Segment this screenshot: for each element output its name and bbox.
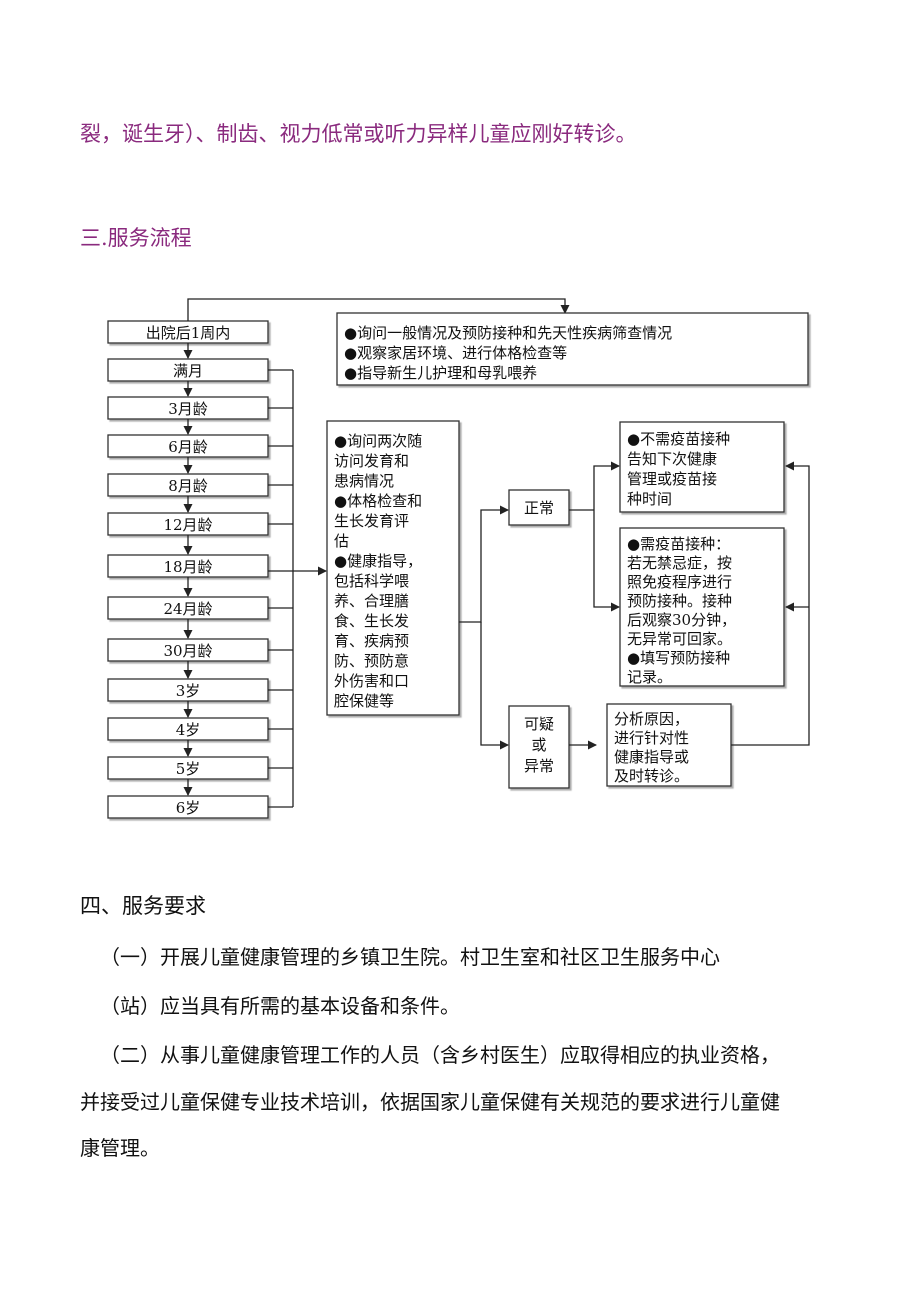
- followup-line: ●体格检查和: [334, 492, 422, 510]
- age-label: 4岁: [176, 721, 201, 739]
- intro-text-line: 裂，诞生牙）、制齿、视力低常或听力异样儿童应刚好转诊。: [80, 122, 637, 146]
- vaccine-line: ●需疫苗接种：: [627, 535, 730, 553]
- vaccine-line: 后观察30分钟，: [627, 611, 736, 629]
- normal-box: [508, 489, 570, 526]
- followup-line: 估: [334, 532, 349, 550]
- age-label: 18月龄: [163, 558, 212, 576]
- paragraph-line: （二）从事儿童健康管理工作的人员（含乡村医生）应取得相应的执业资格，: [100, 1043, 780, 1067]
- service-flowchart: 出院后1周内 满月 3月龄 6月龄 8月龄 12月龄 18月龄 24月龄 30月…: [107, 298, 810, 819]
- abnormal-label: 可疑: [524, 715, 554, 733]
- normal-label: 正常: [524, 499, 554, 517]
- followup-line: 包括科学喂: [334, 572, 409, 590]
- vaccine-line: 若无禁忌症，按: [627, 554, 732, 572]
- vaccine-box: [619, 527, 785, 687]
- paragraph-line: （一）开展儿童健康管理的乡镇卫生院。村卫生室和社区卫生服务中心: [100, 945, 720, 969]
- age-label: 8月龄: [168, 477, 208, 495]
- connector-to-first-visit: [187, 298, 570, 321]
- followup-line: ●询问两次随: [334, 432, 422, 450]
- analysis-line: 分析原因，: [614, 710, 689, 728]
- age-label: 24月龄: [163, 600, 212, 618]
- abnormal-box: [508, 705, 570, 789]
- age-label: 3月龄: [168, 400, 208, 418]
- followup-line: 防、预防意: [334, 652, 409, 670]
- section-title-service-flow: 三.服务流程: [80, 226, 192, 250]
- followup-text: ●询问两次随 访问发育和 患病情况 ●体格检查和 生长发育评 估 ●健康指导， …: [334, 432, 422, 710]
- abnormal-label: 异常: [524, 757, 554, 775]
- analysis-line: 进行针对性: [614, 729, 689, 747]
- age-label: 6月龄: [168, 438, 208, 456]
- age-label: 5岁: [176, 760, 201, 778]
- abnormal-label: 或: [531, 736, 546, 754]
- followup-line: 患病情况: [334, 472, 394, 490]
- vaccine-line: 预防接种。接种: [627, 592, 732, 610]
- connector-to-no-vaccine: [593, 461, 620, 510]
- followup-line: 腔保健等: [334, 692, 394, 710]
- followup-line: 生长发育评: [334, 512, 409, 530]
- no-vaccine-line: ●不需疫苗接种: [627, 430, 730, 448]
- connector-to-abnormal: [480, 622, 509, 750]
- followup-line: 访问发育和: [334, 452, 409, 470]
- paragraph-line: （站）应当具有所需的基本设备和条件。: [100, 994, 460, 1018]
- analysis-box: [606, 703, 732, 787]
- age-label: 30月龄: [163, 642, 212, 660]
- analysis-line: 及时转诊。: [614, 767, 689, 785]
- connector-to-normal: [459, 505, 509, 623]
- followup-line: 养、合理膳: [334, 592, 409, 610]
- age-label: 12月龄: [163, 516, 212, 534]
- age-label: 6岁: [176, 799, 201, 817]
- age-label: 3岁: [176, 682, 201, 700]
- followup-line: 育、疾病预: [334, 632, 409, 650]
- followup-line: ●健康指导，: [334, 552, 422, 570]
- first-visit-box: [336, 312, 809, 386]
- paragraph-line: 并接受过儿童保健专业技术培训，依据国家儿童保健有关规范的要求进行儿童健: [80, 1090, 780, 1114]
- no-vaccine-line: 管理或疫苗接: [627, 470, 717, 488]
- no-vaccine-line: 种时间: [627, 490, 672, 508]
- vaccine-line: 无异常可回家。: [627, 630, 732, 648]
- section-title-service-requirements: 四、服务要求: [80, 894, 206, 918]
- first-visit-line: ●指导新生儿护理和母乳喂养: [344, 364, 537, 382]
- age-label: 出院后1周内: [146, 324, 231, 342]
- no-vaccine-box: [619, 421, 785, 513]
- first-visit-line: ●观察家居环境、进行体格检查等: [344, 344, 567, 362]
- vaccine-line: 记录。: [627, 668, 672, 686]
- vaccine-line: ●填写预防接种: [627, 649, 730, 667]
- connector-to-vaccine: [593, 510, 620, 612]
- age-bracket: [268, 369, 327, 808]
- paragraph-line: 康管理。: [80, 1136, 160, 1160]
- followup-visit-box: [326, 420, 460, 716]
- vaccine-line: 照免疫程序进行: [627, 573, 732, 591]
- followup-line: 食、生长发: [334, 612, 409, 630]
- feedback-to-no-vaccine: [731, 461, 810, 746]
- analysis-line: 健康指导或: [614, 748, 689, 766]
- vaccine-text: ●需疫苗接种： 若无禁忌症，按 照免疫程序进行 预防接种。接种 后观察30分钟，…: [627, 535, 736, 686]
- no-vaccine-line: 告知下次健康: [627, 450, 717, 468]
- followup-line: 外伤害和口: [334, 672, 409, 690]
- age-label: 满月: [173, 362, 203, 380]
- first-visit-line: ●询问一般情况及预防接种和先天性疾病筛查情况: [344, 324, 672, 342]
